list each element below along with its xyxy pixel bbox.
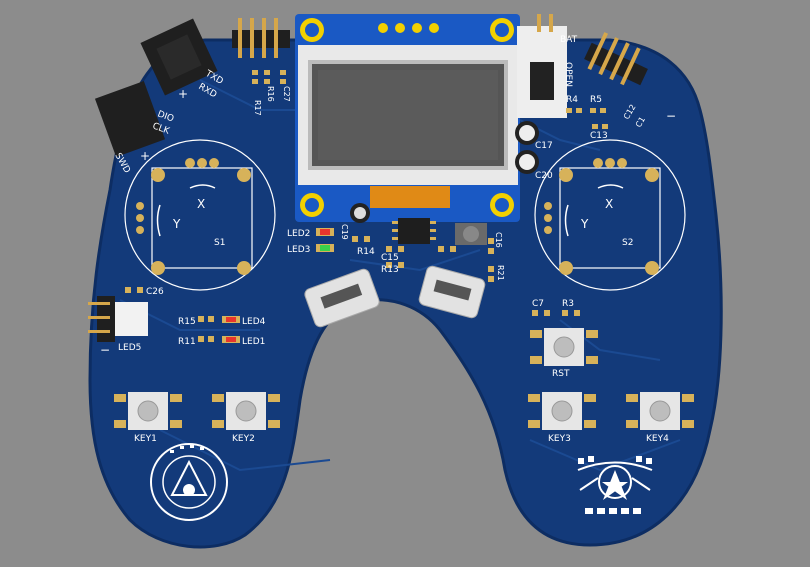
- label-r5: R5: [590, 95, 602, 105]
- oled-module: [295, 14, 520, 222]
- smd-pads-c26: [125, 287, 143, 293]
- ic-chip: [392, 218, 436, 244]
- label-r15: R15: [178, 317, 196, 327]
- key2-button: [212, 392, 280, 430]
- label-led5: LED5: [118, 343, 141, 353]
- label-bat: BAT: [560, 35, 578, 45]
- label-key3: KEY3: [548, 434, 571, 444]
- joystick-s2: [534, 139, 686, 291]
- label-key2: KEY2: [232, 434, 255, 444]
- label-r4: R4: [566, 95, 578, 105]
- label-c16: C16: [494, 232, 503, 248]
- label-r16: R16: [266, 86, 275, 102]
- led1-row: [198, 336, 240, 343]
- key4-button: [626, 392, 694, 430]
- traces: [119, 79, 681, 472]
- led4-row: [198, 316, 240, 323]
- label-c17: C17: [535, 141, 553, 151]
- usb-connector-right: [418, 265, 486, 319]
- label-c26: C26: [146, 287, 164, 297]
- smd-pads-right-top: [566, 108, 608, 129]
- label-c7: C7: [532, 299, 544, 309]
- header-txd-rxd: [140, 18, 218, 96]
- led5-connector: [88, 296, 148, 342]
- label-led1: LED1: [242, 337, 265, 347]
- label-r17: R17: [253, 100, 262, 116]
- joystick-s2-x: X: [605, 197, 613, 211]
- label-r11: R11: [178, 337, 196, 347]
- smd-pads-rst: [532, 310, 580, 316]
- usb-connector-left: [304, 268, 380, 328]
- led3-body: [316, 244, 334, 252]
- label-c15: C15: [381, 253, 399, 263]
- header-top-right: [584, 32, 648, 86]
- club-emblem-logo: [577, 456, 653, 514]
- label-minus-left: −: [100, 343, 110, 357]
- label-plus-left: +: [178, 87, 188, 101]
- key3-button: [528, 392, 596, 430]
- label-c19: C19: [340, 224, 349, 240]
- label-c13: C13: [590, 131, 608, 141]
- header-top-center: [232, 18, 290, 58]
- header-swd: [94, 80, 166, 158]
- label-key4: KEY4: [646, 434, 669, 444]
- label-led4: LED4: [242, 317, 266, 327]
- label-plus-left2: +: [140, 149, 150, 163]
- led2-body: [316, 228, 334, 236]
- label-open: OPEN: [563, 62, 573, 87]
- label-r14: R14: [357, 247, 375, 257]
- key1-button: [114, 392, 182, 430]
- joystick-s1-y: Y: [172, 217, 181, 231]
- label-led3: LED3: [287, 245, 310, 255]
- label-key1: KEY1: [134, 434, 157, 444]
- label-minus-right: −: [666, 109, 676, 123]
- label-c20: C20: [535, 171, 553, 181]
- joystick-s1-x: X: [197, 197, 205, 211]
- label-led2: LED2: [287, 229, 310, 239]
- joystick-s1-label: S1: [214, 238, 225, 248]
- smd-pads-center: [352, 236, 494, 282]
- label-c27: C27: [282, 86, 291, 102]
- university-seal-logo: [150, 443, 228, 521]
- label-r21: R21: [496, 265, 505, 281]
- electrolytic-caps: [350, 121, 539, 223]
- joystick-s2-label: S2: [622, 238, 633, 248]
- label-rst: RST: [552, 369, 570, 379]
- rst-button: [530, 328, 598, 366]
- joystick-s1: [124, 139, 276, 291]
- smd-pads-top: [252, 70, 286, 84]
- label-r13: R13: [381, 265, 399, 275]
- inductor: [455, 223, 487, 245]
- power-switch: [517, 14, 567, 118]
- joystick-s2-y: Y: [580, 217, 589, 231]
- label-r3: R3: [562, 299, 574, 309]
